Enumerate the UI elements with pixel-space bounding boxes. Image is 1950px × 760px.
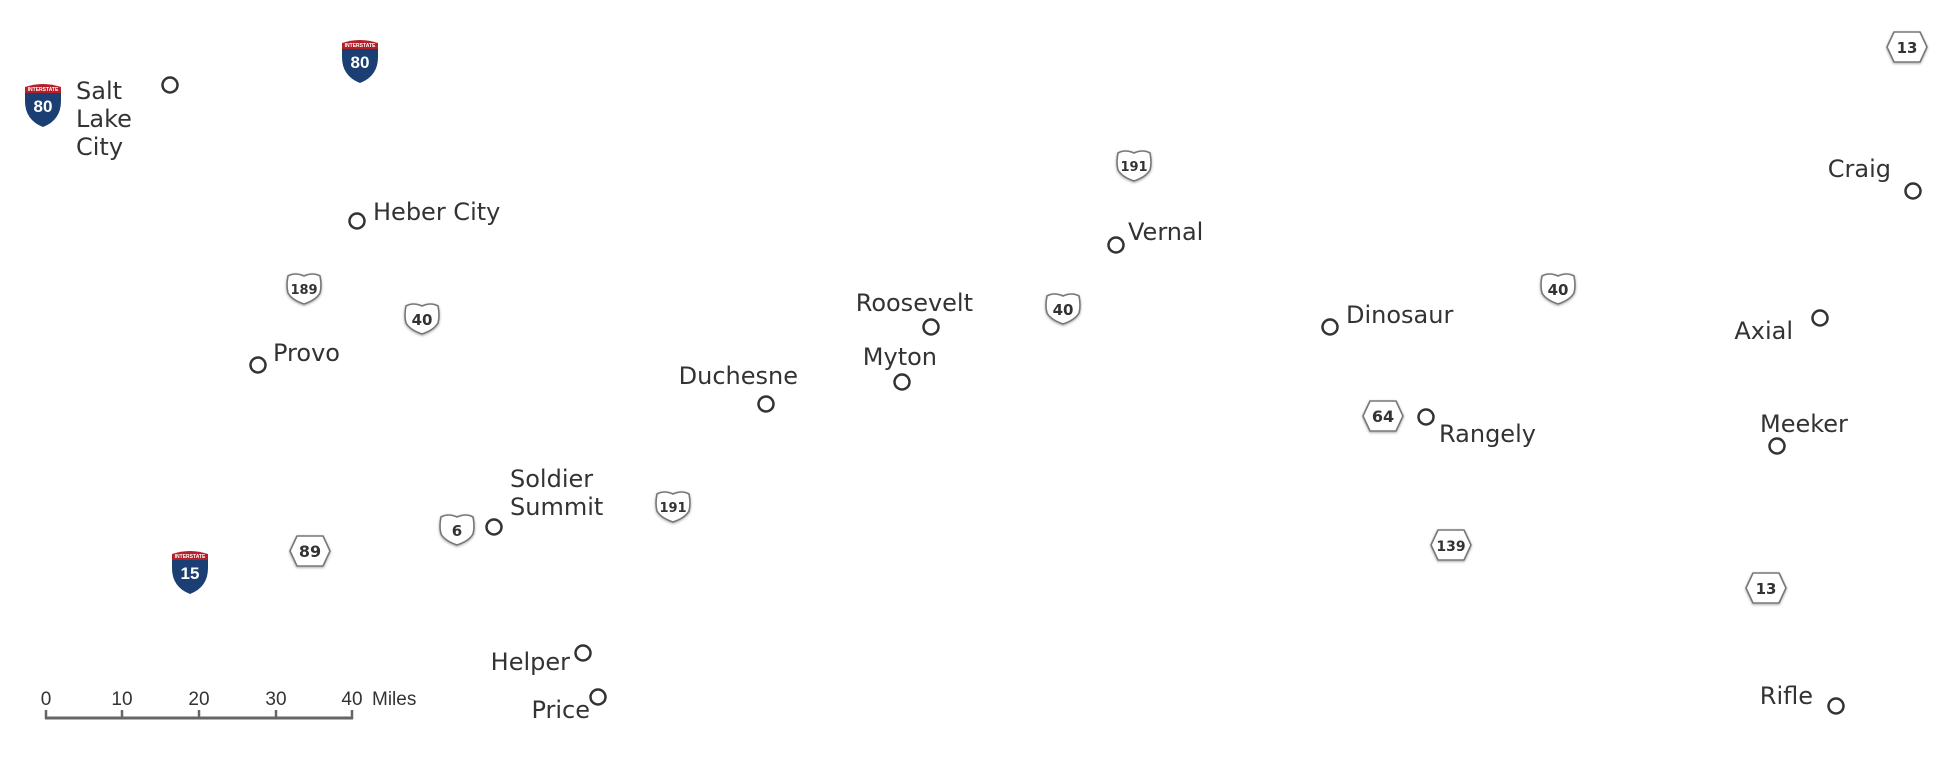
city-marker-myton[interactable] xyxy=(893,373,911,391)
city-label-myton: Myton xyxy=(863,343,937,371)
route-shield-number: 191 xyxy=(1120,160,1147,175)
state-route-shield-64[interactable]: 64 xyxy=(1362,400,1404,432)
state-route-shield-139[interactable]: 139 xyxy=(1430,529,1472,561)
state-route-shield-13-north[interactable]: 13 xyxy=(1886,31,1928,63)
city-marker-price[interactable] xyxy=(589,688,607,706)
state-route-shield-89[interactable]: 89 xyxy=(289,535,331,567)
interstate-shield-word: INTERSTATE xyxy=(345,43,376,49)
city-label-line: City xyxy=(76,133,123,161)
us-route-shield-6[interactable]: 6 xyxy=(439,514,475,546)
scale-bar: 0 10 20 30 40 Miles xyxy=(41,689,416,720)
interstate-shield-80-north[interactable]: INTERSTATE 80 xyxy=(338,36,382,88)
city-marker-heber-city[interactable] xyxy=(348,212,366,230)
interstate-shield-number: 80 xyxy=(34,97,53,116)
route-shield-number: 139 xyxy=(1436,539,1465,555)
city-marker-rangely[interactable] xyxy=(1417,408,1435,426)
route-shield-number: 40 xyxy=(1548,281,1569,299)
route-shield-number: 64 xyxy=(1372,407,1394,426)
city-marker-helper[interactable] xyxy=(574,644,592,662)
route-shield-number: 13 xyxy=(1897,39,1918,57)
city-marker-duchesne[interactable] xyxy=(757,395,775,413)
city-label-salt-lake-city: Salt Lake City xyxy=(76,77,140,161)
city-label-price: Price xyxy=(531,696,590,724)
city-marker-rifle[interactable] xyxy=(1827,697,1845,715)
us-route-shield-40-center[interactable]: 40 xyxy=(1045,293,1081,325)
interstate-shield-number: 15 xyxy=(181,564,200,583)
city-marker-vernal[interactable] xyxy=(1107,236,1125,254)
interstate-shield-word: INTERSTATE xyxy=(175,554,206,560)
interstate-shield-15[interactable]: INTERSTATE 15 xyxy=(168,547,212,599)
city-marker-axial[interactable] xyxy=(1811,309,1829,327)
city-label-line: Soldier xyxy=(510,465,593,493)
city-label-duchesne: Duchesne xyxy=(679,362,798,390)
us-route-shield-40-east[interactable]: 40 xyxy=(1540,273,1576,305)
city-label-rifle: Rifle xyxy=(1760,682,1813,710)
city-label-craig: Craig xyxy=(1828,155,1891,183)
city-label-helper: Helper xyxy=(491,648,570,676)
route-shield-number: 6 xyxy=(452,522,462,540)
city-marker-roosevelt[interactable] xyxy=(922,318,940,336)
city-label-provo: Provo xyxy=(273,339,340,367)
us-route-shield-40-west[interactable]: 40 xyxy=(404,303,440,335)
scale-bar-label: 0 xyxy=(41,689,52,710)
route-shield-number: 40 xyxy=(412,311,433,329)
city-label-rangely: Rangely xyxy=(1439,420,1536,448)
city-label-soldier-summit: Soldier Summit xyxy=(510,465,603,521)
scale-bar-unit: Miles xyxy=(372,689,416,710)
us-route-shield-191-north[interactable]: 191 xyxy=(1116,150,1152,182)
route-shield-number: 191 xyxy=(659,501,686,516)
scale-bar-label: 20 xyxy=(188,689,209,710)
city-marker-provo[interactable] xyxy=(249,356,267,374)
interstate-shield-number: 80 xyxy=(351,53,370,72)
city-marker-salt-lake-city[interactable] xyxy=(161,76,179,94)
city-label-axial: Axial xyxy=(1734,317,1793,345)
interstate-shield-80-west[interactable]: INTERSTATE 80 xyxy=(21,80,65,132)
city-label-meeker: Meeker xyxy=(1760,410,1848,438)
scale-bar-label: 30 xyxy=(265,689,286,710)
interstate-shield-word: INTERSTATE xyxy=(28,87,59,93)
route-shield-number: 189 xyxy=(290,283,317,298)
city-marker-meeker[interactable] xyxy=(1768,437,1786,455)
state-route-shield-13-south[interactable]: 13 xyxy=(1745,572,1787,604)
route-shield-number: 13 xyxy=(1756,580,1777,598)
city-marker-dinosaur[interactable] xyxy=(1321,318,1339,336)
city-marker-craig[interactable] xyxy=(1904,182,1922,200)
city-label-line: Salt xyxy=(76,77,122,105)
city-marker-soldier-summit[interactable] xyxy=(485,518,503,536)
scale-bar-label: 10 xyxy=(111,689,132,710)
city-label-line: Summit xyxy=(510,493,603,521)
us-route-shield-189[interactable]: 189 xyxy=(286,273,322,305)
us-route-shield-191-south[interactable]: 191 xyxy=(655,491,691,523)
route-shield-number: 40 xyxy=(1053,301,1074,319)
scale-bar-label: 40 xyxy=(341,689,362,710)
city-label-dinosaur: Dinosaur xyxy=(1346,301,1453,329)
city-label-heber-city: Heber City xyxy=(373,198,500,226)
city-label-line: Lake xyxy=(76,105,132,133)
city-labels: Salt Lake City Heber City Provo Soldier … xyxy=(76,77,1891,724)
city-label-roosevelt: Roosevelt xyxy=(856,289,973,317)
city-markers xyxy=(161,76,1922,715)
route-shield-number: 89 xyxy=(299,542,321,561)
city-label-vernal: Vernal xyxy=(1128,218,1203,246)
